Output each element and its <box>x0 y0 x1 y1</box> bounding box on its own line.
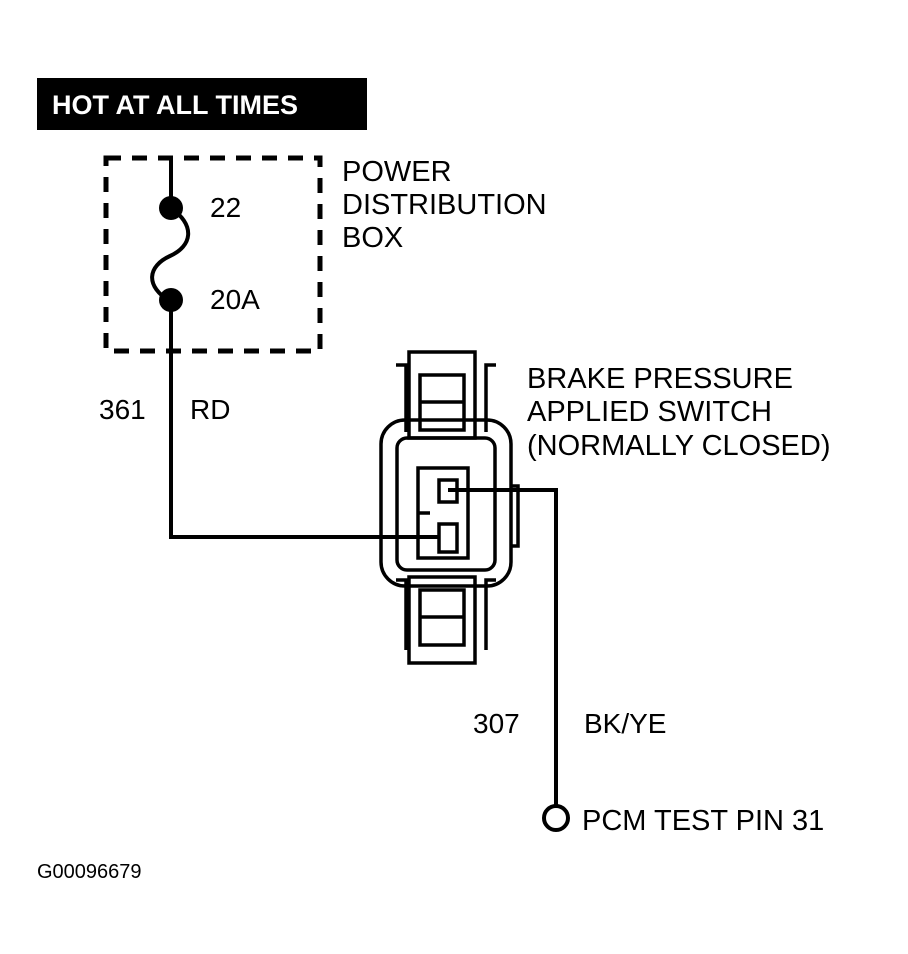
wire-361 <box>169 300 447 539</box>
wire-361-color: RD <box>190 394 230 425</box>
hot-at-all-times-banner: HOT AT ALL TIMES <box>37 78 367 130</box>
brake-pressure-switch <box>379 350 520 665</box>
figure-id: G00096679 <box>37 861 142 883</box>
pcm-test-pin-label: PCM TEST PIN 31 <box>582 805 824 837</box>
wire-361-circuit: 361 <box>99 394 146 425</box>
fuse-number: 22 <box>210 192 241 223</box>
switch-label-line-2: APPLIED SWITCH <box>527 396 772 428</box>
fuse-rating: 20A <box>210 284 260 315</box>
power-distribution-box-outline <box>103 155 323 354</box>
pcm-test-pin-terminal <box>542 804 570 832</box>
fuse-terminal-top <box>159 196 183 220</box>
banner-text: HOT AT ALL TIMES <box>52 90 298 120</box>
fuse-symbol <box>150 158 191 312</box>
wire-307 <box>448 488 558 807</box>
pdb-label-line-3: BOX <box>342 222 403 254</box>
switch-label-line-1: BRAKE PRESSURE <box>527 363 793 395</box>
switch-label-line-3: (NORMALLY CLOSED) <box>527 430 831 462</box>
pdb-label-line-2: DISTRIBUTION <box>342 189 547 221</box>
pdb-label-line-1: POWER <box>342 156 452 188</box>
wire-307-color: BK/YE <box>584 708 666 739</box>
wire-307-circuit: 307 <box>473 708 520 739</box>
